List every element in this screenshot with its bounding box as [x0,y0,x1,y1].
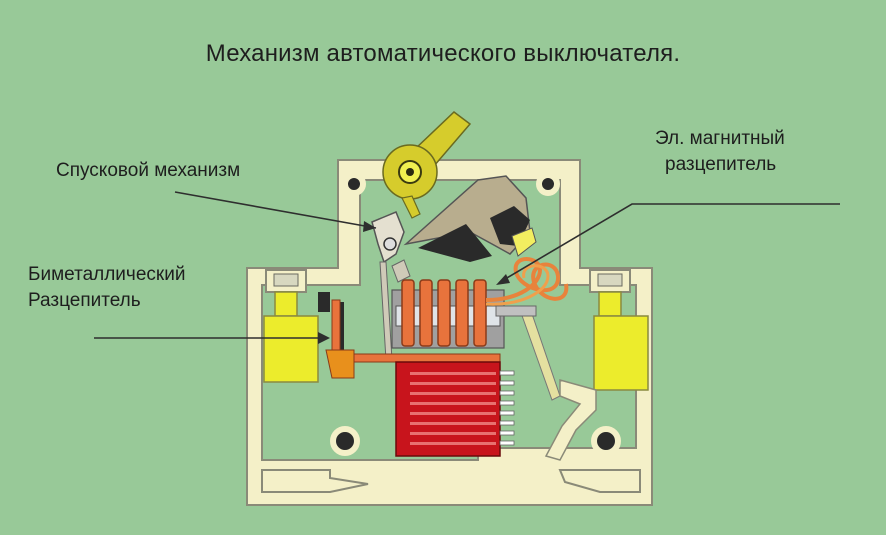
label-bimetal-line2: Разцепитель [28,290,141,311]
label-magnetic-line2: разцепитель [665,154,777,175]
label-bimetal-line1: Биметаллический [28,264,186,285]
operating-lever [382,111,472,219]
label-magnetic-release: Эл. магнитный разцепитель [655,126,785,178]
din-clip [261,469,641,493]
coil-windings [401,279,487,347]
leader-trip [174,191,377,229]
leader-magnetic [499,203,840,283]
label-trip-mechanism: Спусковой механизм [56,160,241,181]
right-terminal [589,269,649,391]
label-bimetal-release: Биметаллический Разцепитель [28,262,185,314]
bimetal-strip [318,292,501,379]
mounting-holes [330,172,621,456]
trip-latch [371,211,411,361]
arc-chute [395,361,515,457]
magnetic-release [391,257,569,401]
label-magnetic-line1: Эл. магнитный [655,128,785,149]
left-terminal [263,269,319,383]
leader-lines [94,191,840,339]
fixed-contact [544,379,597,461]
moving-contact-arm [403,175,537,262]
diagram-title: Механизм автоматического выключателя. [205,40,681,67]
